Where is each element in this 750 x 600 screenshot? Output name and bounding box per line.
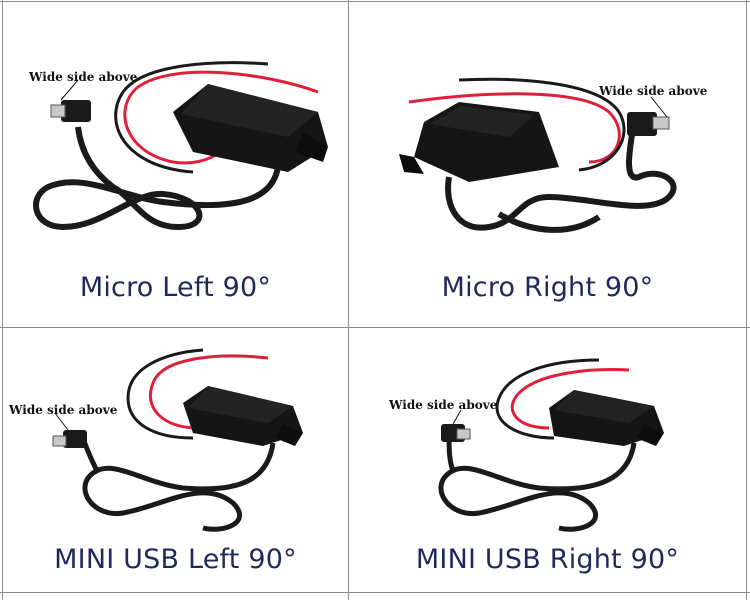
- grid-border-top: [0, 1, 750, 2]
- grid-border-bottom: [0, 592, 750, 593]
- variant-caption: MINI USB Left 90°: [54, 544, 297, 575]
- variant-caption: Micro Left 90°: [79, 272, 272, 303]
- product-photo-mini-usb-right: [438, 358, 664, 532]
- orientation-note: Wide side above: [599, 84, 708, 98]
- grid-divider-vertical: [348, 0, 349, 600]
- panel-micro-right: Wide side above Micro Right 90°: [349, 2, 746, 327]
- grid-border-right: [746, 0, 747, 600]
- product-photo-mini-usb-left: [52, 348, 303, 532]
- variant-caption: Micro Right 90°: [441, 272, 654, 303]
- product-photo-micro-left: [33, 61, 328, 231]
- product-photo-micro-right: [399, 77, 677, 233]
- grid-divider-horizontal: [0, 327, 750, 328]
- panel-mini-usb-left: Wide side above MINI USB Left 90°: [3, 328, 348, 592]
- panel-mini-usb-right: Wide side above MINI USB Right 90°: [349, 328, 746, 592]
- panel-micro-left: Wide side above Micro Left 90°: [3, 2, 348, 327]
- variant-caption: MINI USB Right 90°: [415, 544, 680, 575]
- grid-border-left: [2, 0, 3, 600]
- orientation-note: Wide side above: [389, 398, 498, 412]
- orientation-note: Wide side above: [9, 403, 118, 417]
- connector-body: [61, 100, 91, 122]
- orientation-note: Wide side above: [29, 70, 138, 84]
